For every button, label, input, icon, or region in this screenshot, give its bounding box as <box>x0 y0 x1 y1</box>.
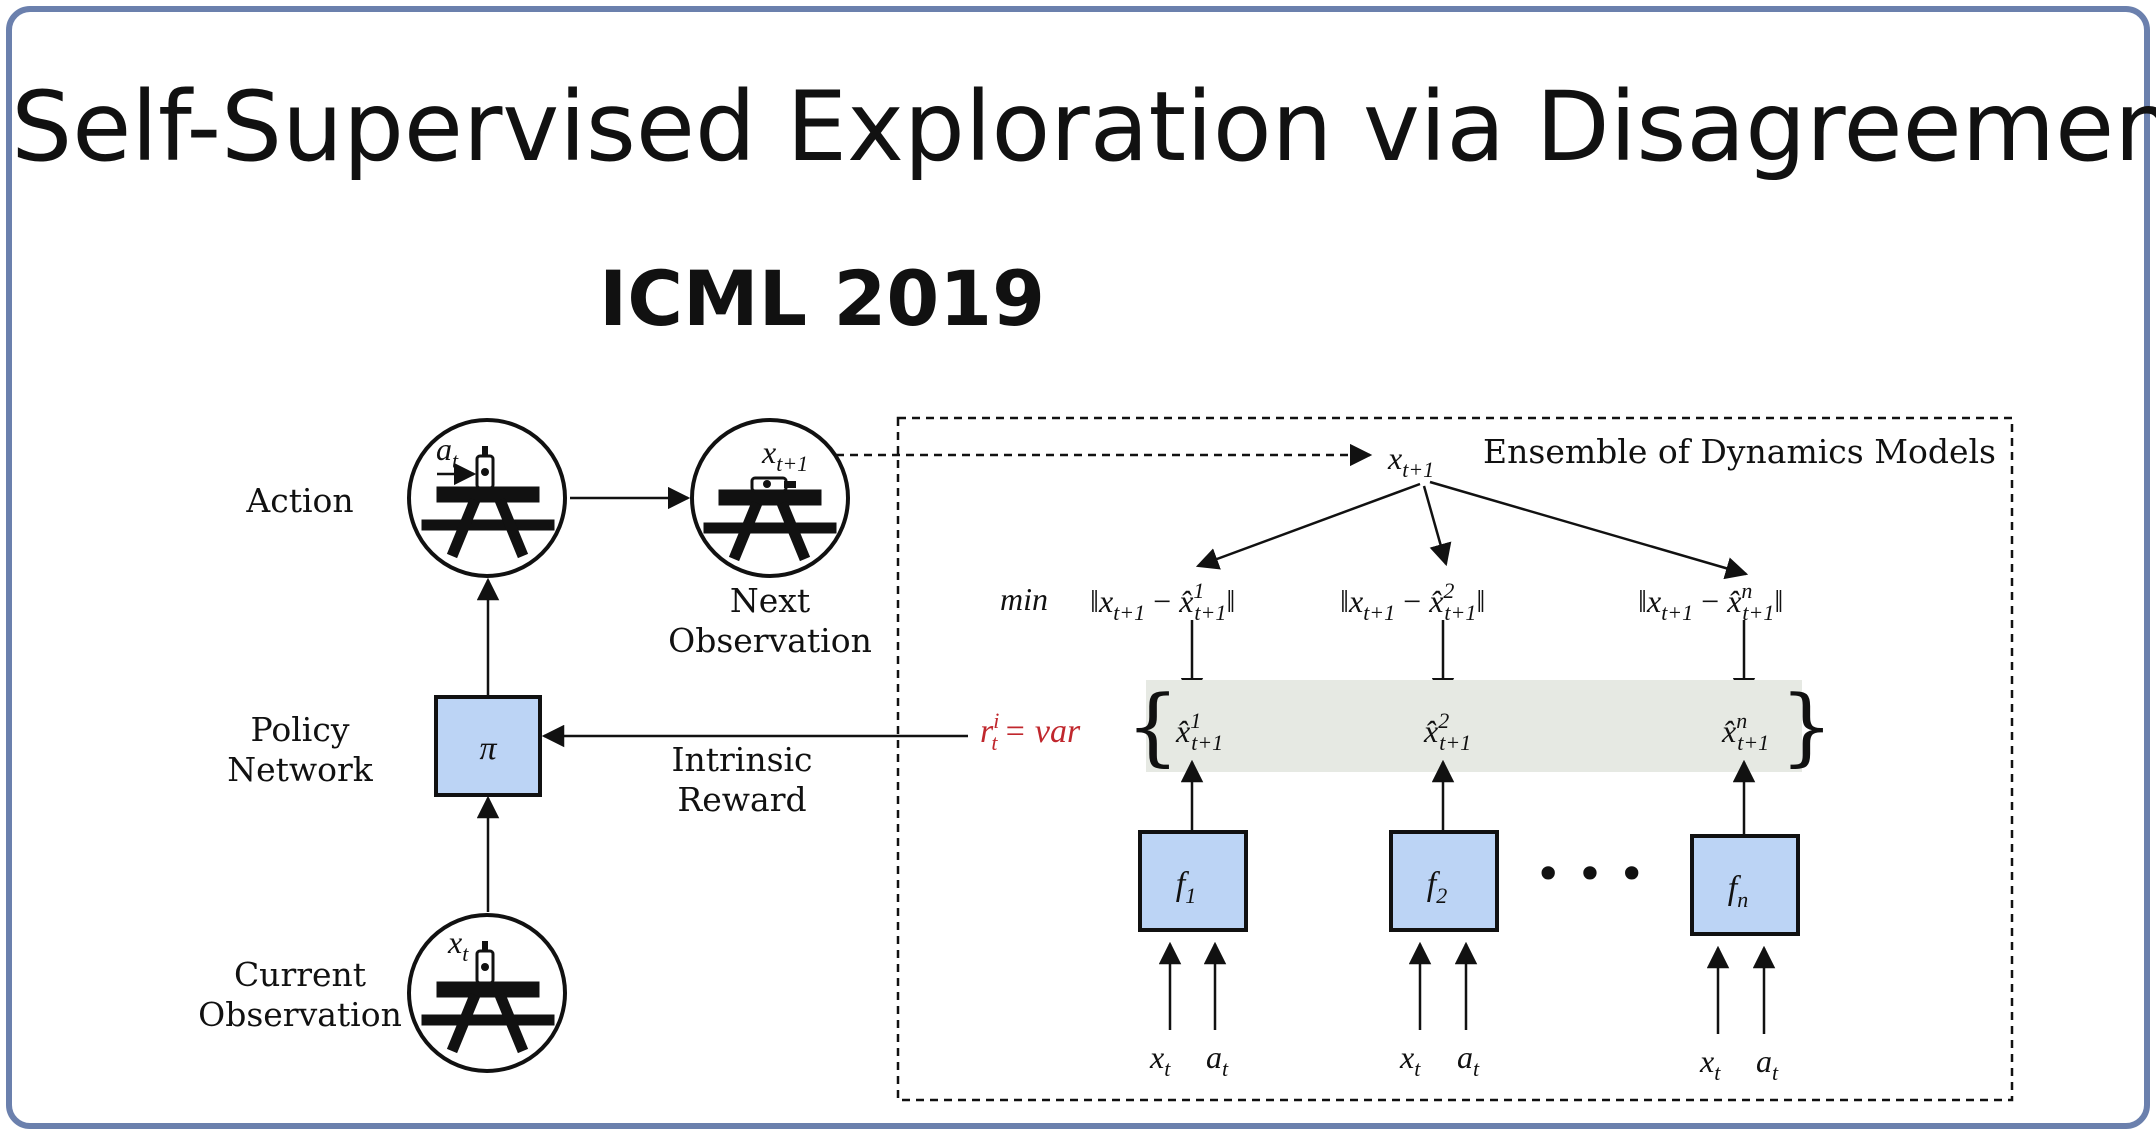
target-arrow-n <box>1429 480 1749 580</box>
action-observation-node: at <box>407 418 567 578</box>
more-models-ellipsis: • • • <box>1535 847 1646 901</box>
current-label-line1: Current <box>234 955 366 994</box>
pi-symbol: π <box>479 730 497 767</box>
bottle-icon <box>475 446 495 490</box>
input-x-n: xt <box>1699 1043 1721 1085</box>
input-x-2: xt <box>1399 1039 1421 1081</box>
input-a-n: at <box>1756 1043 1779 1085</box>
min-label: min <box>1000 581 1048 617</box>
action-a-symbol: at <box>436 431 459 473</box>
input-x-1: xt <box>1149 1039 1171 1081</box>
picnic-table-icon <box>703 489 837 562</box>
target-x-symbol: xt+1 <box>1387 440 1434 482</box>
current-x-symbol: xt <box>447 924 469 966</box>
ensemble-label: Ensemble of Dynamics Models <box>1483 432 1996 471</box>
page-title: Self-Supervised Exploration via Disagree… <box>11 71 2156 183</box>
ensemble-container <box>896 416 2014 1102</box>
dynamics-model-1: f1 <box>1138 830 1248 932</box>
picnic-table-icon <box>421 486 555 559</box>
input-a-2: at <box>1457 1039 1480 1081</box>
intrinsic-label-line1: Intrinsic <box>671 740 812 779</box>
picnic-table-icon <box>421 981 555 1054</box>
input-a-1: at <box>1206 1039 1229 1081</box>
fallen-bottle-icon <box>750 476 796 493</box>
venue-label: ICML 2019 <box>599 254 1045 343</box>
target-arrow-2 <box>1422 485 1452 567</box>
next-label-line1: Next <box>730 581 810 620</box>
bottle-icon <box>475 941 495 985</box>
next-x-symbol: xt+1 <box>761 434 808 476</box>
policy-label-line1: Policy <box>251 710 350 749</box>
next-label-line2: Observation <box>668 621 872 660</box>
policy-label-line2: Network <box>227 750 374 789</box>
current-observation-node: xt <box>407 913 567 1073</box>
target-arrow-1 <box>1195 482 1421 570</box>
left-brace: { <box>1126 677 1179 775</box>
slide-frame <box>6 6 2150 1129</box>
intrinsic-label-line2: Reward <box>677 780 806 819</box>
next-observation-node: xt+1 <box>690 418 850 578</box>
current-label-line2: Observation <box>198 995 402 1034</box>
dynamics-model-n: fn <box>1690 834 1800 936</box>
variance-band <box>1146 680 1802 772</box>
right-brace: } <box>1780 677 1833 775</box>
action-label: Action <box>245 481 353 520</box>
dynamics-model-2: f2 <box>1389 830 1499 932</box>
policy-network-box: π <box>434 695 542 797</box>
